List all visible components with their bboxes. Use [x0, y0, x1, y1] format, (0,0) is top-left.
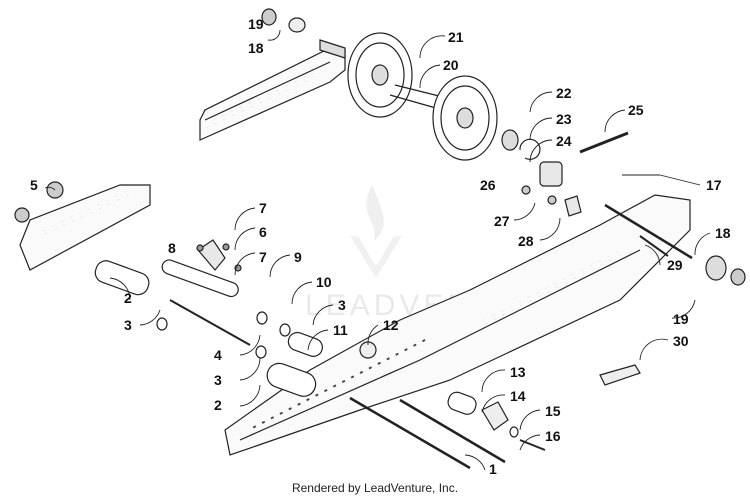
label-part-23: 23: [556, 111, 572, 127]
label-part-7a: 7: [259, 200, 267, 216]
label-part-14: 14: [510, 388, 526, 404]
idler-wheel-lower: [432, 75, 498, 161]
label-part-8: 8: [168, 240, 176, 256]
label-part-26: 26: [480, 177, 496, 193]
label-part-18a: 18: [248, 40, 264, 56]
left-slide-rail: [19, 184, 151, 271]
label-part-11: 11: [333, 322, 348, 338]
label-part-13: 13: [510, 364, 526, 380]
top-hardware: [261, 8, 346, 59]
idler-wheel-upper: [347, 32, 413, 118]
label-part-25: 25: [628, 102, 644, 118]
label-part-17: 17: [706, 177, 722, 193]
label-part-3c: 3: [338, 297, 346, 313]
leader-lines: [44, 29, 711, 471]
label-part-3b: 3: [214, 372, 222, 388]
rendered-by-footer: Rendered by LeadVenture, Inc.: [291, 481, 459, 495]
label-part-20: 20: [443, 57, 459, 73]
label-part-18b: 18: [715, 225, 731, 241]
label-part-21: 21: [448, 29, 464, 45]
label-part-7b: 7: [259, 249, 267, 265]
label-part-10: 10: [316, 274, 332, 290]
label-part-2a: 2: [124, 290, 132, 306]
label-part-22: 22: [556, 85, 572, 101]
label-part-6: 6: [259, 224, 267, 240]
label-part-15: 15: [545, 403, 561, 419]
label-part-16: 16: [545, 428, 561, 444]
label-part-3a: 3: [124, 317, 132, 333]
part-number-labels: 1 2 2 3 3 3 4 5 6 7 7 8 9 10 11 12 13 14…: [30, 16, 731, 477]
label-part-4: 4: [214, 347, 222, 363]
label-part-24: 24: [556, 133, 572, 149]
bottom-hardware: [349, 391, 546, 470]
label-part-1: 1: [489, 461, 497, 477]
label-part-28: 28: [518, 233, 534, 249]
label-part-2b: 2: [214, 397, 222, 413]
label-part-19a: 19: [248, 16, 264, 32]
label-part-19b: 19: [673, 311, 689, 327]
label-part-9: 9: [294, 249, 302, 265]
label-part-27: 27: [494, 213, 510, 229]
upper-rail-section: [199, 47, 346, 141]
label-part-12: 12: [383, 317, 399, 333]
label-part-30: 30: [673, 333, 689, 349]
left-hardware: [14, 181, 377, 397]
label-part-5: 5: [30, 177, 38, 193]
label-part-29: 29: [667, 257, 683, 273]
right-hardware: [501, 129, 746, 386]
main-slide-rail: [224, 194, 691, 456]
